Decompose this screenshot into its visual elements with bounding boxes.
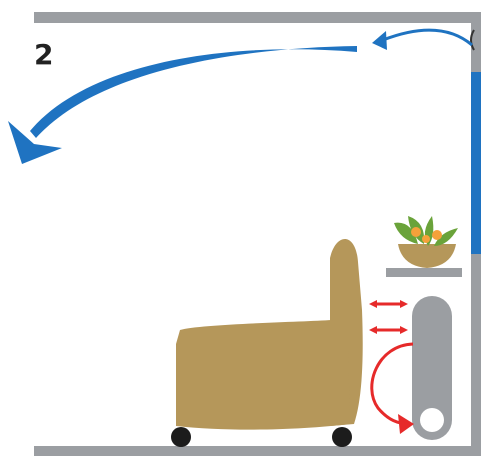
flower-2 (422, 235, 430, 243)
armchair-seat (176, 320, 350, 430)
flower-3 (432, 230, 442, 240)
shelf (386, 268, 462, 277)
floor-bar (34, 446, 481, 456)
air-flow-arrow (30, 46, 357, 138)
radiator-valve (420, 408, 444, 432)
flower-1 (411, 227, 421, 237)
chair-wheel-left (171, 427, 191, 447)
heat-convection-arrowhead (398, 414, 414, 434)
radiator-body (412, 296, 452, 440)
plant-leaf-far-right (434, 228, 458, 246)
ceiling-bar (34, 12, 481, 23)
chair-wheel-right (332, 427, 352, 447)
plant-bowl (398, 244, 456, 268)
step-number: 2 (34, 38, 54, 71)
air-inflow-arrowhead (372, 31, 387, 50)
air-inflow-arrow (382, 28, 473, 47)
window-latch-icon (470, 29, 475, 51)
window-glass (471, 72, 481, 254)
air-flow-arrowhead (8, 121, 62, 164)
heat-convection-arrow (370, 342, 414, 426)
plant-leaf-left (394, 222, 418, 244)
